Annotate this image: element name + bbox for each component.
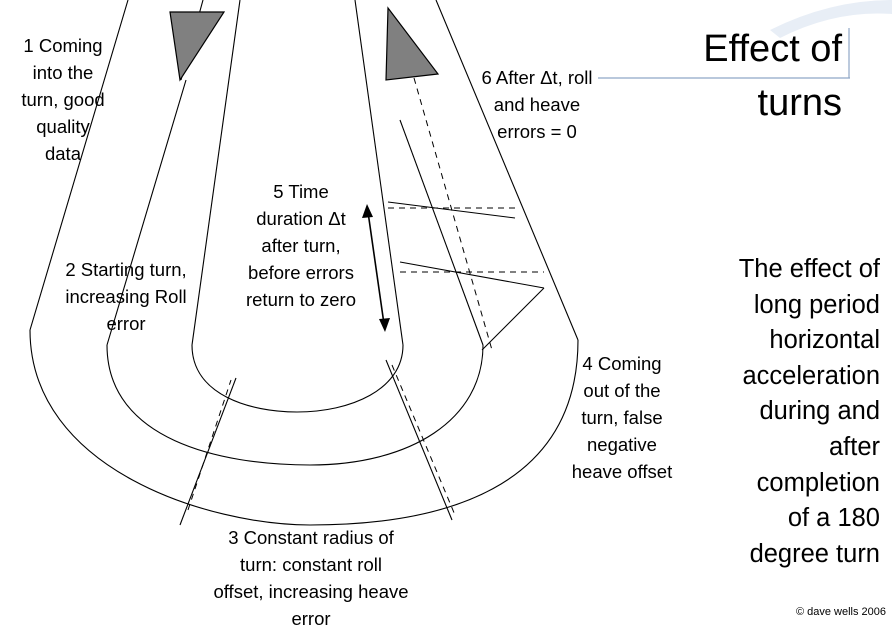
inner-swath-arc	[191, 344, 404, 413]
label-constant-radius: 3 Constant radius of turn: constant roll…	[180, 524, 442, 632]
label-line: offset, increasing heave	[213, 581, 409, 602]
label-line: errors = 0	[497, 121, 577, 142]
vessel-arrow-inbound-icon	[169, 11, 226, 82]
label-line: negative	[587, 434, 657, 455]
description-line: of a 180	[787, 504, 880, 533]
label-line: into the	[32, 62, 94, 83]
label-line: error	[106, 313, 146, 334]
dashed-cross-left	[187, 379, 232, 511]
label-line: 2 Starting turn,	[65, 259, 187, 280]
label-coming-into-turn: 1 Coming into the turn, good quality dat…	[8, 32, 118, 167]
outer-swath-arc	[29, 329, 579, 526]
label-line: 3 Constant radius of	[228, 527, 394, 548]
middle-swath-right-line	[399, 119, 484, 346]
page-title-line-1: Effect of	[703, 28, 842, 70]
description-line: The effect of	[738, 255, 880, 283]
label-line: quality	[36, 116, 90, 137]
outer-swath-right-line	[435, 0, 579, 341]
middle-swath-left-line	[106, 79, 187, 346]
label-line: data	[44, 143, 81, 164]
label-line: 1 Coming	[23, 35, 103, 56]
label-line: before errors	[248, 262, 354, 283]
label-line: turn: constant roll	[240, 554, 382, 575]
label-line: 6 After Δt, roll	[481, 67, 593, 88]
middle-swath-arc	[106, 344, 484, 466]
description-line: acceleration	[742, 361, 881, 390]
label-line: duration Δt	[256, 208, 346, 229]
track-line-dashed	[413, 77, 493, 351]
vessel-arrow-outbound-icon	[385, 6, 440, 81]
description-line: degree turn	[749, 539, 880, 568]
description-line: horizontal	[769, 326, 880, 355]
outer-swath-left-line	[29, 0, 129, 331]
label-line: error	[291, 608, 331, 629]
label-after-delta-t: 6 After Δt, roll and heave errors = 0	[462, 64, 612, 145]
label-time-duration: 5 Time duration Δt after turn, before er…	[226, 178, 376, 313]
cross-profile-left	[179, 377, 237, 526]
time-arrow-head-bottom-icon	[379, 318, 390, 332]
inner-swath-right-line	[354, 0, 404, 346]
label-coming-out-of-turn: 4 Coming out of the turn, false negative…	[556, 350, 688, 485]
label-line: after turn,	[261, 235, 341, 256]
description-line: completion	[756, 468, 880, 497]
label-line: 4 Coming	[582, 353, 662, 374]
exit-profile-stem	[481, 287, 545, 351]
exit-profile-lower	[399, 261, 545, 289]
description-text: The effect of long period horizontal acc…	[690, 252, 880, 572]
description-line: during and	[759, 397, 880, 426]
label-line: heave offset	[571, 461, 673, 482]
time-duration-arrow-icon	[367, 211, 385, 325]
page-title-line-2: turns	[757, 82, 842, 124]
label-line: turn, good	[21, 89, 105, 110]
label-line: 5 Time	[273, 181, 329, 202]
label-starting-turn: 2 Starting turn, increasing Roll error	[44, 256, 208, 337]
label-line: and heave	[493, 94, 581, 115]
corner-swoosh	[770, 0, 892, 38]
description-line: after	[828, 432, 880, 461]
time-arrow-head-top-icon	[362, 204, 373, 218]
inner-swath-left-line	[191, 0, 241, 346]
label-line: turn, false	[581, 407, 663, 428]
description-line: long period	[753, 290, 880, 319]
label-line: return to zero	[245, 289, 357, 310]
copyright-notice: © dave wells 2006	[795, 606, 886, 618]
dashed-cross-right	[391, 364, 456, 516]
label-line: increasing Roll	[65, 286, 187, 307]
cross-profile-right	[385, 359, 453, 521]
label-line: out of the	[583, 380, 661, 401]
